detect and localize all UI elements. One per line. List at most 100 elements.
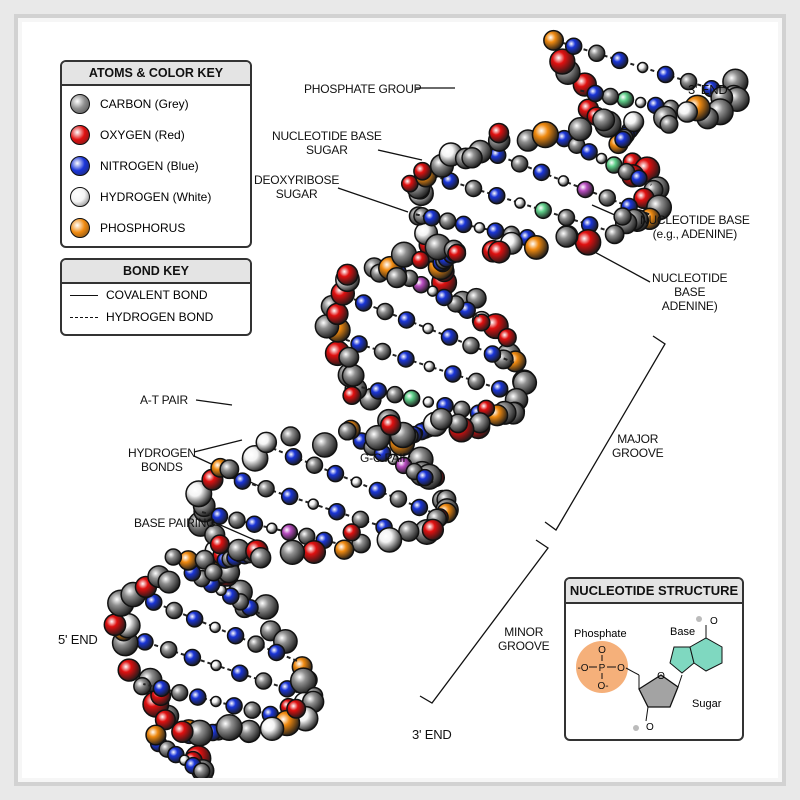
atom-nitrogen bbox=[189, 688, 207, 706]
atom-carbon bbox=[243, 701, 261, 719]
atom-carbon bbox=[464, 179, 483, 198]
atom-accent_magenta bbox=[576, 180, 595, 199]
atom-carbon bbox=[604, 224, 625, 245]
atom-carbon bbox=[555, 225, 578, 248]
atom-hydrogen bbox=[557, 175, 570, 187]
atom-carbon bbox=[567, 117, 593, 142]
atom-nitrogen bbox=[233, 472, 252, 490]
atom-o: O bbox=[710, 616, 718, 627]
atom-nitrogen bbox=[369, 382, 387, 400]
atom-hydrogen bbox=[255, 431, 278, 454]
atom-hydrogen bbox=[426, 285, 439, 297]
phosphate-label: Phosphate bbox=[574, 628, 627, 640]
hydrogen-icon bbox=[633, 725, 639, 731]
atom-nitrogen bbox=[416, 468, 434, 487]
atom-carbon bbox=[254, 672, 273, 690]
atom-carbon bbox=[280, 426, 301, 447]
atom-nitrogen bbox=[490, 380, 509, 398]
atom-key-row: PHOSPHORUS bbox=[62, 212, 250, 243]
atom-oxygen bbox=[336, 263, 359, 286]
atom-carbon bbox=[386, 266, 408, 289]
atom-nitrogen bbox=[630, 169, 648, 188]
atom-nitrogen bbox=[435, 288, 453, 307]
atom-hydrogen bbox=[514, 197, 526, 209]
atom-carbon bbox=[338, 346, 360, 368]
atom-o: O bbox=[646, 722, 654, 733]
atom-oxygen bbox=[447, 243, 467, 263]
atom-carbon bbox=[659, 114, 679, 134]
atom-carbon bbox=[351, 510, 370, 529]
atom-carbon bbox=[305, 456, 324, 474]
atom-key-label: NITROGEN (Blue) bbox=[100, 158, 199, 173]
atom-key-row: CARBON (Grey) bbox=[62, 88, 250, 119]
label-gc-pair: G-C PAIR bbox=[360, 451, 411, 465]
minor-groove-bracket bbox=[419, 539, 549, 704]
atom-oxygen bbox=[497, 327, 517, 348]
atom-nitrogen bbox=[328, 502, 346, 521]
leader-at-pair bbox=[195, 399, 233, 406]
line: (e.g., ADENINE) bbox=[652, 227, 738, 241]
atom-hydrogen bbox=[634, 96, 647, 109]
atom-hydrogen bbox=[210, 659, 222, 672]
atom-swatch-icon bbox=[70, 217, 90, 238]
line: MAJOR bbox=[617, 432, 659, 446]
atom-o: O bbox=[617, 663, 625, 674]
atom-nitrogen bbox=[614, 130, 632, 149]
atom-oxygen bbox=[286, 698, 307, 719]
atom-key-title: ATOMS & COLOR KEY bbox=[62, 62, 250, 86]
label-phosphate-group: PHOSPHATE GROUP bbox=[304, 82, 422, 96]
atom-nitrogen bbox=[397, 350, 415, 368]
atom-carbon bbox=[430, 407, 453, 431]
atom-accent_green bbox=[402, 389, 421, 408]
atom-nitrogen bbox=[245, 515, 264, 533]
atom-key-row: NITROGEN (Blue) bbox=[62, 150, 250, 181]
atom-key-label: CARBON (Grey) bbox=[100, 96, 189, 111]
atom-swatch-icon bbox=[70, 155, 90, 176]
label-base-pairing: BASE PAIRING bbox=[134, 516, 216, 530]
atom-key-label: HYDROGEN (White) bbox=[100, 189, 212, 204]
atom-carbon bbox=[279, 539, 306, 565]
atom-nitrogen bbox=[586, 84, 604, 103]
atom-nitrogen bbox=[397, 311, 416, 329]
atom-nitrogen bbox=[350, 335, 368, 353]
atom-carbon bbox=[613, 207, 632, 226]
atom-carbon bbox=[337, 421, 357, 441]
atom-phosphorus bbox=[523, 235, 549, 260]
atom-carbon bbox=[249, 546, 272, 569]
bond-key-label: COVALENT BOND bbox=[106, 288, 208, 302]
line: DEOXYRIBOSE bbox=[254, 173, 340, 187]
atom-nitrogen bbox=[656, 65, 675, 84]
atom-key-label: PHOSPHORUS bbox=[100, 220, 186, 235]
atom-nitrogen bbox=[580, 143, 598, 161]
atom-phosphorus bbox=[543, 29, 565, 51]
atom-carbon bbox=[170, 683, 189, 702]
atoms-group bbox=[103, 29, 750, 784]
atom-carbon bbox=[592, 108, 616, 132]
line: GROOVE bbox=[498, 639, 550, 653]
bond-key-title: BOND KEY bbox=[62, 260, 250, 284]
bond-key-hydrogen: HYDROGEN BOND bbox=[62, 306, 250, 328]
atom-key-label: OXYGEN (Red) bbox=[100, 127, 185, 142]
atom-oxygen bbox=[342, 523, 361, 542]
atom-oxygen bbox=[117, 658, 141, 682]
atom-nitrogen bbox=[354, 294, 373, 312]
atom-key-row: OXYGEN (Red) bbox=[62, 119, 250, 150]
atom-nitrogen bbox=[483, 345, 502, 363]
atom-nitrogen bbox=[564, 37, 583, 55]
atom-nitrogen bbox=[226, 626, 245, 645]
nucleotide-diagram: Phosphate O -O P O O- O O O Base Sugar bbox=[574, 616, 723, 733]
atom-nitrogen bbox=[532, 163, 551, 182]
atom-carbon bbox=[376, 302, 394, 321]
atom-nitrogen bbox=[185, 610, 204, 628]
phosphate-circle bbox=[576, 641, 628, 693]
leader-lines bbox=[193, 87, 666, 704]
atom-nitrogen bbox=[284, 447, 303, 466]
atom-key-row: HYDROGEN (White) bbox=[62, 181, 250, 212]
atom-color-key: ATOMS & COLOR KEY CARBON (Grey) OXYGEN (R… bbox=[60, 60, 252, 248]
line: SUGAR bbox=[275, 187, 318, 201]
atom-nitrogen bbox=[610, 51, 629, 70]
